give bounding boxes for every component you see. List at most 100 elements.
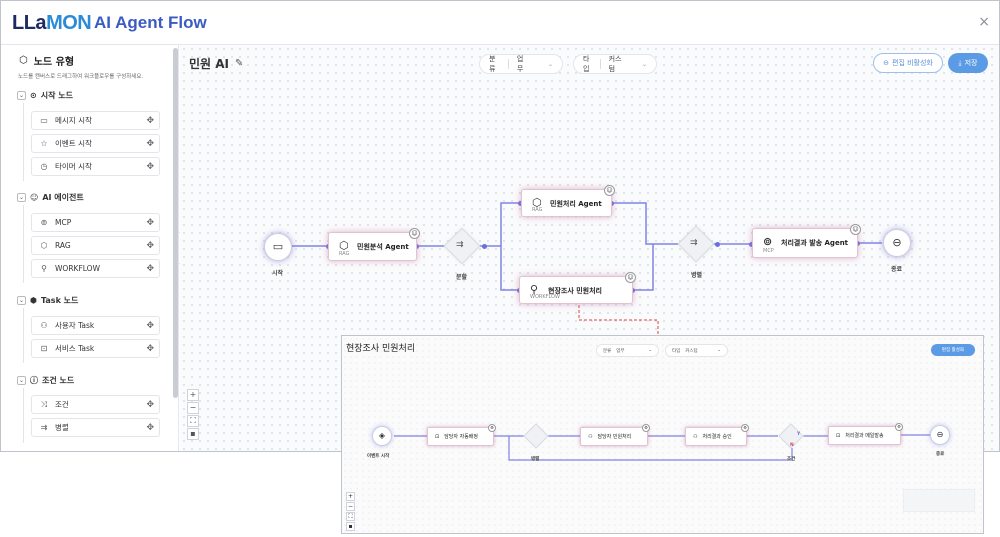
drag-handle-icon[interactable]: ✥ bbox=[146, 162, 154, 172]
palette-title: ⬡노드 유형 bbox=[19, 55, 75, 68]
zoom-in-button[interactable]: + bbox=[187, 389, 199, 401]
exit-icon: ⊖ bbox=[892, 236, 902, 249]
save-button[interactable]: ⤓저장 bbox=[948, 53, 988, 73]
subflow-title: 현장조사 민원처리 bbox=[346, 344, 416, 354]
group-line bbox=[23, 103, 24, 181]
chevron-down-icon[interactable]: ⌄ bbox=[17, 376, 26, 385]
workflow-icon: ⚲ bbox=[530, 283, 539, 296]
subflow-parallel-caption: 병렬 bbox=[531, 457, 540, 462]
drag-handle-icon[interactable]: ✥ bbox=[146, 218, 154, 228]
chevron-down-icon: ⌄ bbox=[641, 60, 647, 68]
subflow-zoom-in[interactable]: + bbox=[346, 492, 355, 501]
palette-item-message-start[interactable]: ▭메시지 시작✥ bbox=[31, 111, 160, 130]
drag-handle-icon[interactable]: ✥ bbox=[146, 116, 154, 126]
subflow-event-start-node[interactable]: ◈ bbox=[372, 426, 392, 446]
edit-enable-button[interactable]: 편집 활성화 bbox=[931, 344, 975, 356]
group-ai-agents[interactable]: ⌄☺AI 에이전트 bbox=[17, 193, 84, 202]
fit-view-button[interactable]: ⛶ bbox=[187, 415, 199, 427]
subflow-zoom-out[interactable]: − bbox=[346, 502, 355, 511]
start-node[interactable]: ▭ bbox=[264, 233, 292, 261]
chevron-down-icon: ⌄ bbox=[547, 60, 554, 68]
subflow-lock[interactable]: ▪ bbox=[346, 522, 355, 531]
palette-item-mcp[interactable]: ⊚MCP✥ bbox=[31, 213, 160, 232]
palette-item-rag[interactable]: ⬡RAG✥ bbox=[31, 236, 160, 255]
chevron-down-icon: ⌄ bbox=[717, 348, 721, 353]
app-header: LLaMON AI Agent Flow × bbox=[1, 1, 999, 45]
end-node[interactable]: ⊖ bbox=[883, 229, 911, 257]
main-window: LLaMON AI Agent Flow × ⬡노드 유형 노드를 캔버스로 드… bbox=[0, 0, 1000, 452]
drag-handle-icon[interactable]: ✥ bbox=[146, 264, 154, 274]
sidebar-scrollbar[interactable] bbox=[173, 48, 178, 398]
service-icon: ⊡ bbox=[40, 344, 48, 353]
exit-icon: ⊖ bbox=[936, 430, 944, 439]
subflow-start-caption: 이벤트 시작 bbox=[367, 454, 390, 459]
drag-handle-icon[interactable]: ✥ bbox=[146, 344, 154, 354]
robot-icon: ☺ bbox=[625, 272, 636, 283]
close-icon[interactable]: × bbox=[978, 14, 990, 30]
subflow-fit-view[interactable]: ⛶ bbox=[346, 512, 355, 521]
palette-item-workflow[interactable]: ⚲WORKFLOW✥ bbox=[31, 259, 160, 278]
group-line bbox=[23, 388, 24, 443]
palette-item-condition[interactable]: ⤨조건✥ bbox=[31, 395, 160, 414]
palette-item-timer-start[interactable]: ◷타이머 시작✥ bbox=[31, 157, 160, 176]
edge bbox=[633, 244, 654, 291]
users-icon: ⚇ bbox=[693, 433, 698, 440]
group-start-nodes[interactable]: ⌄⊙시작 노드 bbox=[17, 91, 73, 100]
palette-item-event-start[interactable]: ☆이벤트 시작✥ bbox=[31, 134, 160, 153]
group-task-nodes[interactable]: ⌄⬢Task 노드 bbox=[17, 296, 79, 305]
zoom-out-button[interactable]: − bbox=[187, 402, 199, 414]
clock-icon: ◷ bbox=[40, 162, 48, 171]
palette-item-service-task[interactable]: ⊡서비스 Task✥ bbox=[31, 339, 160, 358]
chevron-down-icon[interactable]: ⌄ bbox=[17, 296, 26, 305]
edge bbox=[500, 246, 519, 291]
cond-yes-label: Y bbox=[797, 432, 801, 437]
service-icon: ⊡ bbox=[836, 432, 841, 439]
chevron-down-icon[interactable]: ⌄ bbox=[17, 91, 26, 100]
event-icon: ◈ bbox=[378, 431, 386, 440]
palette-description: 노드를 캔버스로 드래그하여 워크플로우를 구성하세요. bbox=[18, 74, 144, 80]
lock-button[interactable]: ▪ bbox=[187, 428, 199, 440]
port-dot[interactable] bbox=[518, 201, 523, 206]
palette-item-user-task[interactable]: ⚇사용자 Task✥ bbox=[31, 316, 160, 335]
end-caption: 종료 bbox=[891, 266, 903, 273]
edit-disable-button[interactable]: ⊖편집 비활성화 bbox=[873, 53, 943, 73]
drag-handle-icon[interactable]: ✥ bbox=[146, 423, 154, 433]
chevron-down-icon[interactable]: ⌄ bbox=[17, 193, 26, 202]
parallel-caption: 병렬 bbox=[691, 272, 703, 279]
drag-handle-icon[interactable]: ✥ bbox=[146, 321, 154, 331]
subflow-node-auto-assign[interactable]: ⊡담당자 자동배정⚙ bbox=[427, 424, 496, 446]
subflow-node-result-approval[interactable]: ⚇처리결과 승인⚙ bbox=[685, 424, 749, 446]
download-icon: ⤓ bbox=[958, 58, 962, 67]
subflow-end-node[interactable]: ⊖ bbox=[930, 425, 950, 445]
subflow-node-handler-processing[interactable]: ⚇담당자 민원처리⚙ bbox=[580, 424, 650, 446]
port-dot[interactable] bbox=[749, 242, 754, 247]
parallel-icon: ⇉ bbox=[40, 423, 48, 432]
drag-handle-icon[interactable]: ✥ bbox=[146, 400, 154, 410]
subflow-condition-caption: 조건 bbox=[787, 457, 796, 462]
port-dot[interactable] bbox=[715, 242, 720, 247]
drag-handle-icon[interactable]: ✥ bbox=[146, 139, 154, 149]
split-caption: 분할 bbox=[456, 274, 468, 281]
minimap[interactable] bbox=[903, 489, 975, 512]
drag-handle-icon[interactable]: ✥ bbox=[146, 241, 154, 251]
edge bbox=[508, 436, 793, 461]
cube-icon: ⬡ bbox=[40, 241, 48, 250]
lock-icon: ⊖ bbox=[883, 59, 889, 67]
port-dot[interactable] bbox=[482, 244, 487, 249]
star-icon: ☆ bbox=[40, 139, 48, 148]
robot-icon: ☺ bbox=[850, 224, 861, 235]
flow-title[interactable]: 민원 AI✎ bbox=[189, 57, 244, 71]
palette-item-parallel[interactable]: ⇉병렬✥ bbox=[31, 418, 160, 437]
workflow-icon: ⚲ bbox=[41, 264, 47, 273]
subflow-node-result-email[interactable]: ⊡처리결과 메일발송⚙ bbox=[828, 423, 903, 445]
pencil-icon[interactable]: ✎ bbox=[235, 58, 244, 69]
